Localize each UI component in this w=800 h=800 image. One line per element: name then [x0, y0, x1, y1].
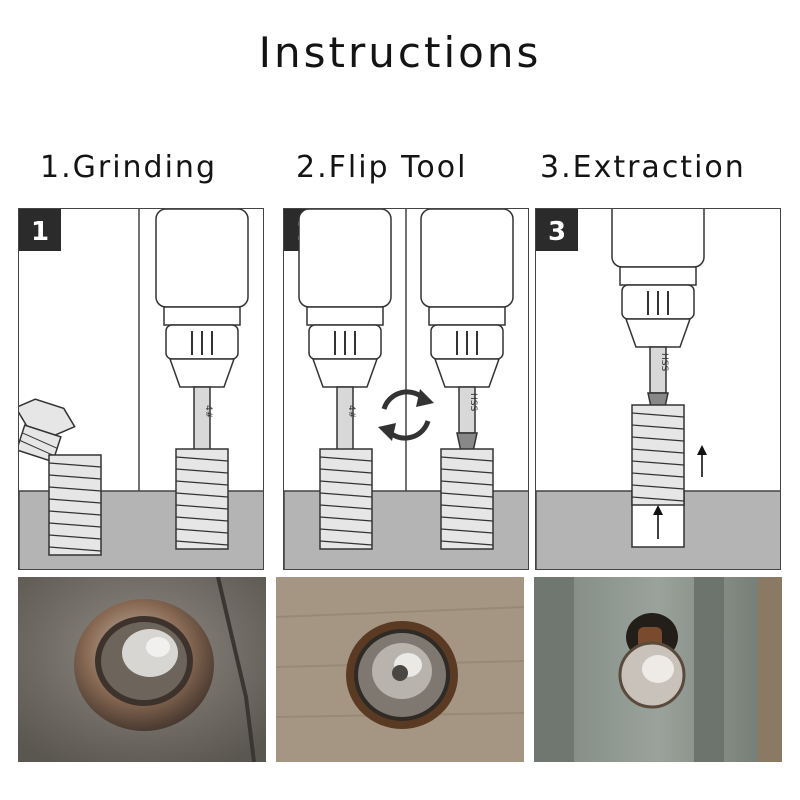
drill-2a: 4# [298, 209, 392, 467]
step-1-label: 1.Grinding [40, 150, 217, 185]
photo-grinding [18, 577, 266, 762]
screw-shank-2a [319, 448, 373, 550]
step-3-badge-number: 3 [548, 217, 566, 247]
page-title: Instructions [258, 28, 542, 77]
drill-2b: HSS [420, 209, 514, 462]
photo-flip-tool [276, 577, 524, 762]
step-2-label: 2.Flip Tool [296, 150, 468, 185]
flip-arrows-icon [378, 389, 434, 441]
bit-label-2a: 4# [346, 405, 356, 418]
photo-extraction [534, 577, 782, 762]
broken-screw-shank [48, 454, 102, 556]
bit-label-3: HSS [659, 353, 669, 371]
step-1-badge-box [19, 209, 61, 251]
step-1-badge-number: 1 [31, 217, 49, 247]
extracted-screw [631, 404, 685, 506]
step-3-label: 3.Extraction [540, 150, 746, 185]
step-2-panel: 2 4# [283, 208, 529, 570]
step-1-panel: 1 4# [18, 208, 264, 570]
step-3-badge-box [536, 209, 578, 251]
up-arrow-icon [653, 505, 663, 539]
bit-label-1: 4# [203, 405, 213, 418]
bit-label-2b: HSS [468, 393, 478, 411]
drill-1: 4# [155, 209, 249, 467]
step-3-panel: 3 HSS [535, 208, 781, 570]
up-arrow-icon [697, 445, 707, 477]
screw-shank-1 [175, 448, 229, 550]
broken-screw-head [19, 398, 76, 463]
drill-3: HSS [611, 209, 705, 422]
screw-shank-2b [440, 448, 494, 550]
